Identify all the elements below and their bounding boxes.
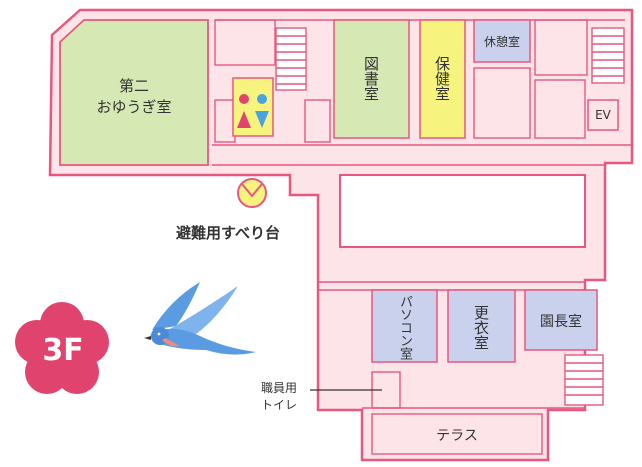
playroom-label: 第二 おゆうぎ室 <box>60 72 208 122</box>
bird-illustration <box>144 282 256 355</box>
pc-room-block <box>371 289 438 363</box>
misc-rooms <box>214 19 588 143</box>
stairs-left <box>275 27 307 91</box>
library-block <box>333 19 410 139</box>
slide-icon <box>237 178 267 208</box>
staff-toilet-label: 職員用 トイレ <box>248 378 310 416</box>
restroom-icon <box>232 77 274 137</box>
playroom-block <box>59 19 209 166</box>
principal-room-block <box>524 289 598 351</box>
principal-room-label: 園長室 <box>540 314 582 330</box>
slide-label: 避難用すべり台 <box>176 224 280 242</box>
stairs-right <box>591 27 625 84</box>
changing-room-block <box>447 289 516 363</box>
staff-toilet-label-line1: 職員用 <box>260 381 297 395</box>
ev-label: EV <box>595 108 611 122</box>
floor-badge-text: 3F <box>42 332 84 368</box>
rest-room-block <box>473 19 531 63</box>
courtyard <box>339 174 586 248</box>
rest-room-label: 休憩室 <box>483 34 520 49</box>
floor-badge-flower <box>15 302 109 394</box>
health-room-label: 保健室 <box>433 55 451 101</box>
library-label: 図書室 <box>362 55 380 101</box>
terrace-block <box>371 413 543 455</box>
playroom-label-line1: 第二 <box>118 77 149 95</box>
ev-block <box>587 99 619 131</box>
health-room-block <box>419 19 466 139</box>
playroom-label-line2: おゆうぎ室 <box>96 98 172 116</box>
stairs-bottom <box>564 354 604 406</box>
changing-room-label: 更衣室 <box>472 304 490 350</box>
staff-toilet-label-line2: トイレ <box>260 398 297 412</box>
terrace-label: テラス <box>436 428 478 444</box>
pc-room-label: パソコン室 <box>397 294 412 360</box>
